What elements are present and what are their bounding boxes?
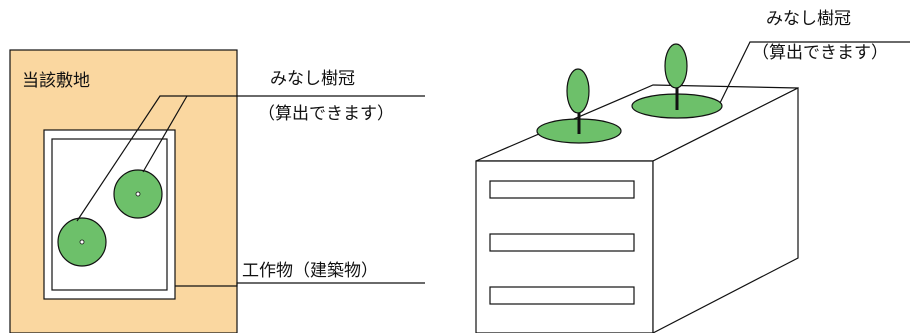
canopy-center-dot-upper <box>135 191 141 197</box>
building-side-face <box>652 87 799 333</box>
canopy-leader-branch <box>142 95 188 173</box>
tree-crown-front <box>566 68 590 114</box>
structure-leader-line <box>175 282 425 287</box>
perspective-canopy-leader-line <box>719 41 910 104</box>
window-slot-1 <box>489 180 635 199</box>
plan-canopy-label-line1: みなし樹冠 <box>270 69 355 89</box>
plan-view: 当該敷地 みなし樹冠 （算出できます） 工作物（建築物） <box>9 49 425 333</box>
canopy-center-dot-lower <box>79 239 85 245</box>
structure-label: 工作物（建築物） <box>242 261 378 281</box>
plan-canopy-label-line2: （算出できます） <box>258 104 394 124</box>
perspective-canopy-label-line2: （算出できます） <box>752 43 888 63</box>
window-slot-3 <box>489 286 635 305</box>
perspective-canopy-label-line1: みなし樹冠 <box>766 9 851 29</box>
perspective-view: みなし樹冠 （算出できます） <box>475 9 910 333</box>
site-label: 当該敷地 <box>22 71 90 91</box>
tree-crown-back <box>664 43 688 89</box>
canopy-leader-line <box>76 95 425 222</box>
window-slot-2 <box>489 233 635 252</box>
